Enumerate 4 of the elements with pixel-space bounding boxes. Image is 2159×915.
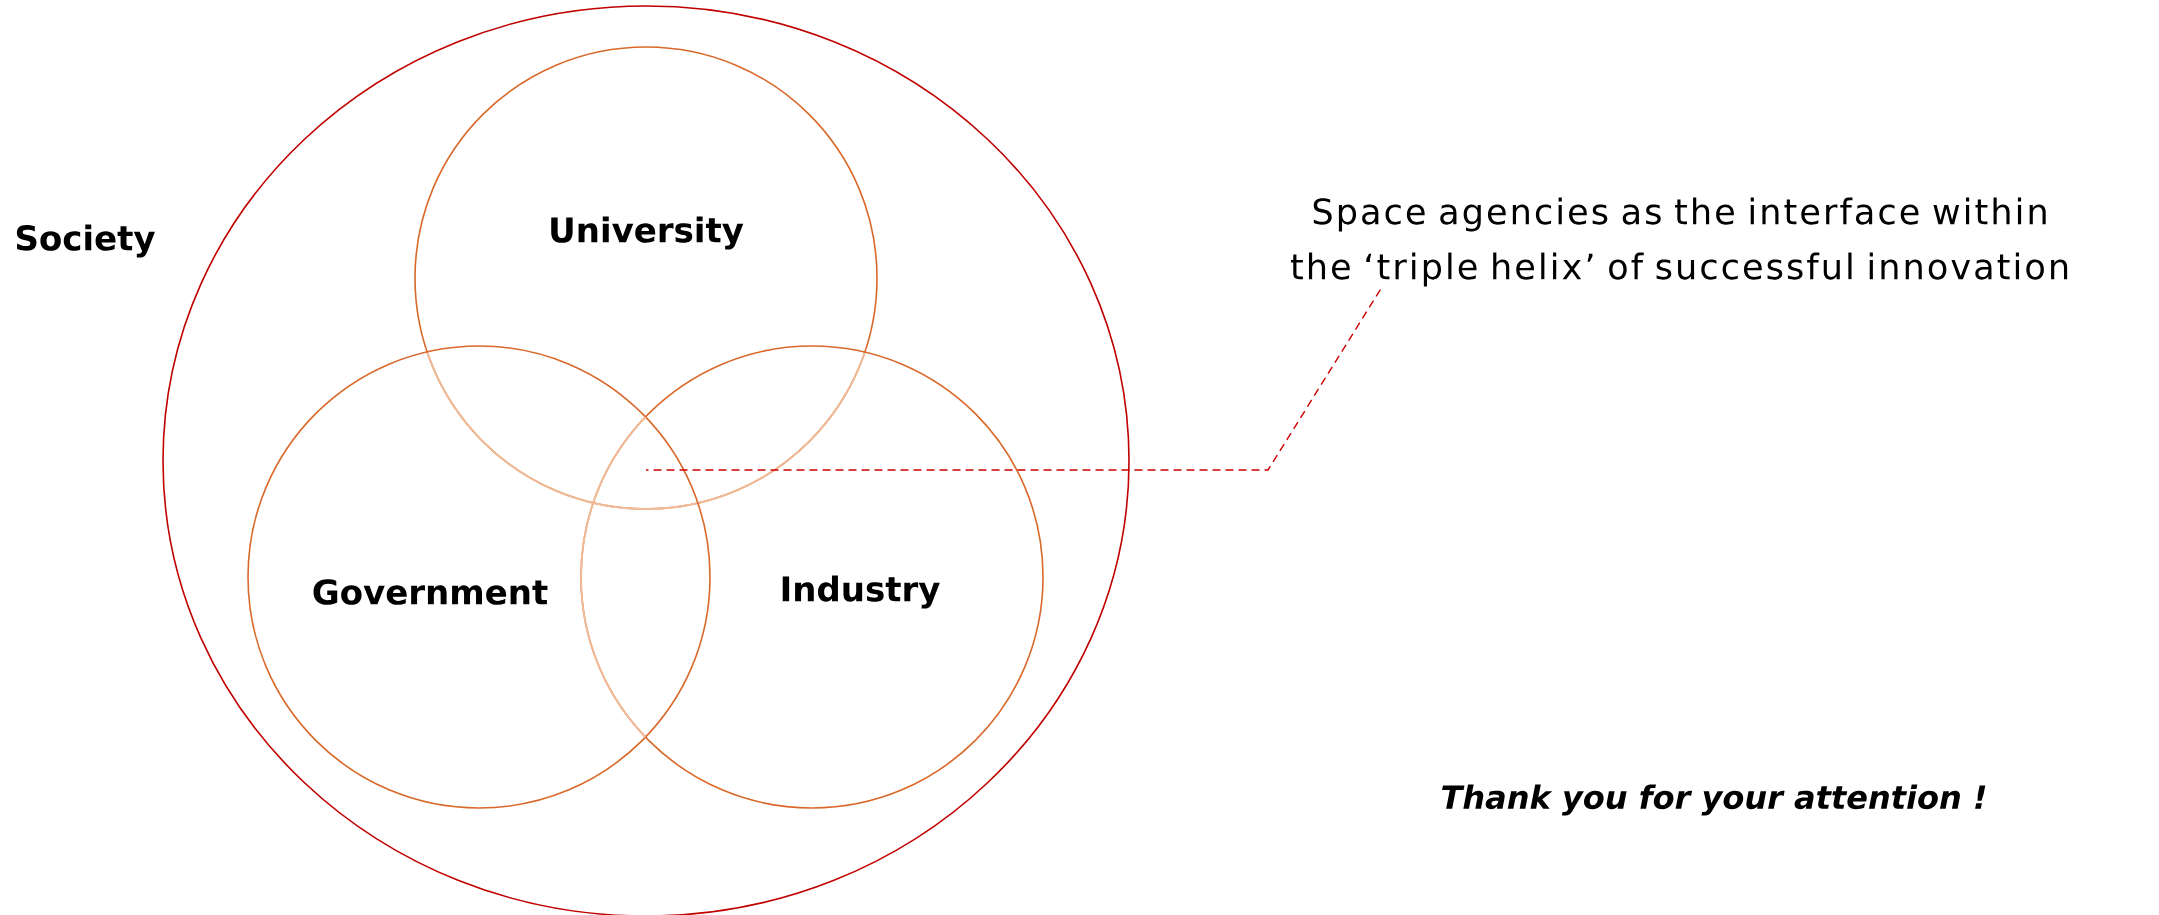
closing-note: Thank you for your attention ! (1442, 784, 1986, 816)
callout-text: Space agencies as the interface within the ‘triple helix’ of successful innovation (1290, 197, 2068, 287)
node-label: Society (16, 224, 155, 258)
leader-line (645, 288, 1382, 471)
